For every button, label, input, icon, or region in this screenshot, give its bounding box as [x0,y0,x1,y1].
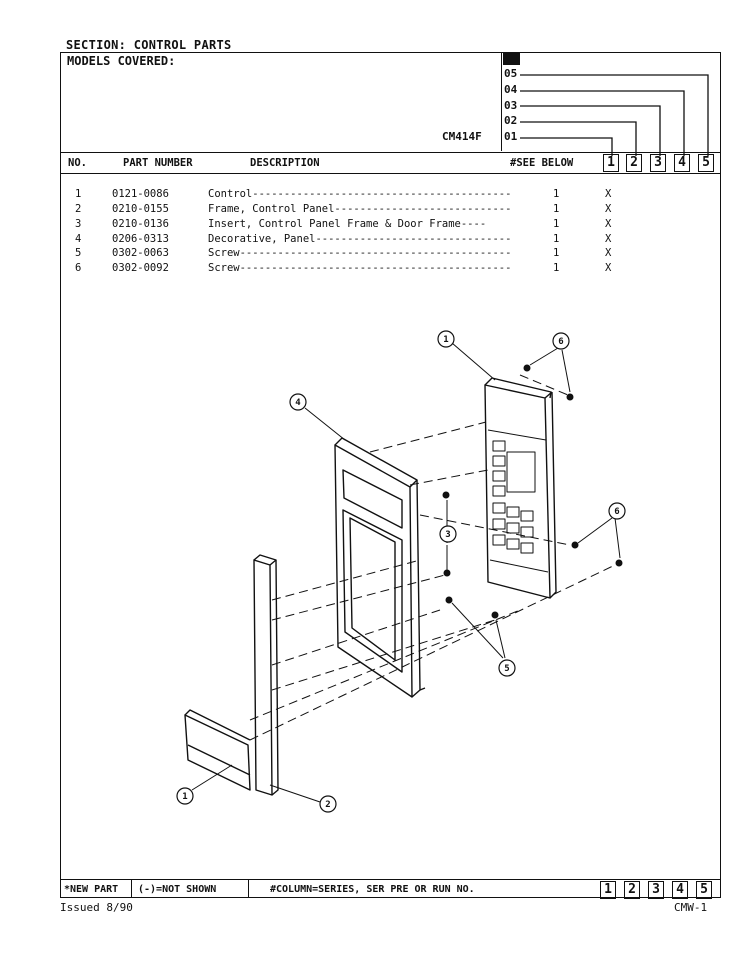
callout-1: 1 [443,335,448,345]
row-description: Screw-----------------------------------… [208,247,512,259]
insert-panel [184,554,279,796]
row-part-number: 0210-0155 [112,203,169,215]
column-number-1: 1 [603,154,619,172]
header-divider-bottom [61,173,720,174]
series-code-column [501,53,522,151]
row-no: 1 [75,188,82,200]
row-description: Control---------------------------------… [208,188,512,200]
row-mark: X [605,247,612,259]
row-qty: 1 [553,262,560,274]
row-qty: 1 [553,188,560,200]
column-number-5: 5 [698,154,714,172]
column-number-2: 2 [626,154,642,172]
column-number-4: 4 [674,154,690,172]
col-header-no: NO. [68,157,87,169]
footer-column-2: 2 [624,881,640,899]
row-mark: X [605,262,612,274]
row-no: 3 [75,218,82,230]
page-number: CMW-1 [674,901,708,914]
parts-sheet-frame: MODELS COVERED: CM414F 05 04 03 02 01 NO… [60,52,721,898]
row-part-number: 0121-0086 [112,188,169,200]
footer-divider-2 [248,880,249,898]
footer-column-1: 1 [600,881,616,899]
footer-column-5: 5 [696,881,712,899]
row-description: Decorative, Panel-----------------------… [208,233,512,245]
series-code-01: 01 [504,130,518,143]
models-covered-label: MODELS COVERED: [67,54,176,68]
row-part-number: 0206-0313 [112,233,169,245]
row-qty: 1 [553,203,560,215]
callout-3: 3 [445,530,450,540]
row-no: 5 [75,247,82,259]
row-mark: X [605,233,612,245]
row-part-number: 0302-0092 [112,262,169,274]
row-mark: X [605,188,612,200]
series-code-03: 03 [504,99,518,112]
series-code-05: 05 [504,67,518,80]
footer-column-3: 3 [648,881,664,899]
callout-4: 4 [295,398,301,408]
column-number-3: 3 [650,154,666,172]
series-code-cap [503,53,520,65]
control-board [484,377,557,599]
row-qty: 1 [553,247,560,259]
callout-1b: 1 [182,792,187,802]
callout-2: 2 [325,800,330,810]
row-qty: 1 [553,218,560,230]
header-divider-top [61,152,720,153]
column-note: #COLUMN=SERIES, SER PRE OR RUN NO. [270,884,475,895]
model-number: CM414F [442,130,482,143]
row-no: 2 [75,203,82,215]
row-mark: X [605,218,612,230]
row-no: 6 [75,262,82,274]
footer-divider-1 [131,880,132,898]
row-description: Insert, Control Panel Frame & Door Frame… [208,218,487,230]
issued-date: Issued 8/90 [60,901,133,914]
row-mark: X [605,203,612,215]
footer-bar: *NEW PART (-)=NOT SHOWN #COLUMN=SERIES, … [60,880,721,899]
row-part-number: 0302-0063 [112,247,169,259]
row-description: Frame, Control Panel--------------------… [208,203,512,215]
row-no: 4 [75,233,82,245]
col-header-part-number: PART NUMBER [123,157,193,169]
series-code-02: 02 [504,114,518,127]
col-header-description: DESCRIPTION [250,157,320,169]
callout-6: 6 [558,337,563,347]
decorative-frame [334,437,426,698]
new-part-legend: *NEW PART [64,884,119,895]
section-title: SECTION: CONTROL PARTS [66,38,232,52]
row-part-number: 0210-0136 [112,218,169,230]
footer-divider [61,879,720,880]
callout-6b: 6 [614,507,619,517]
callout-5: 5 [504,664,509,674]
row-description: Screw-----------------------------------… [208,262,512,274]
footer-column-4: 4 [672,881,688,899]
not-shown-legend: (-)=NOT SHOWN [138,884,217,895]
col-header-see-below: #SEE BELOW [510,157,574,169]
row-qty: 1 [553,233,560,245]
series-code-04: 04 [504,83,518,96]
